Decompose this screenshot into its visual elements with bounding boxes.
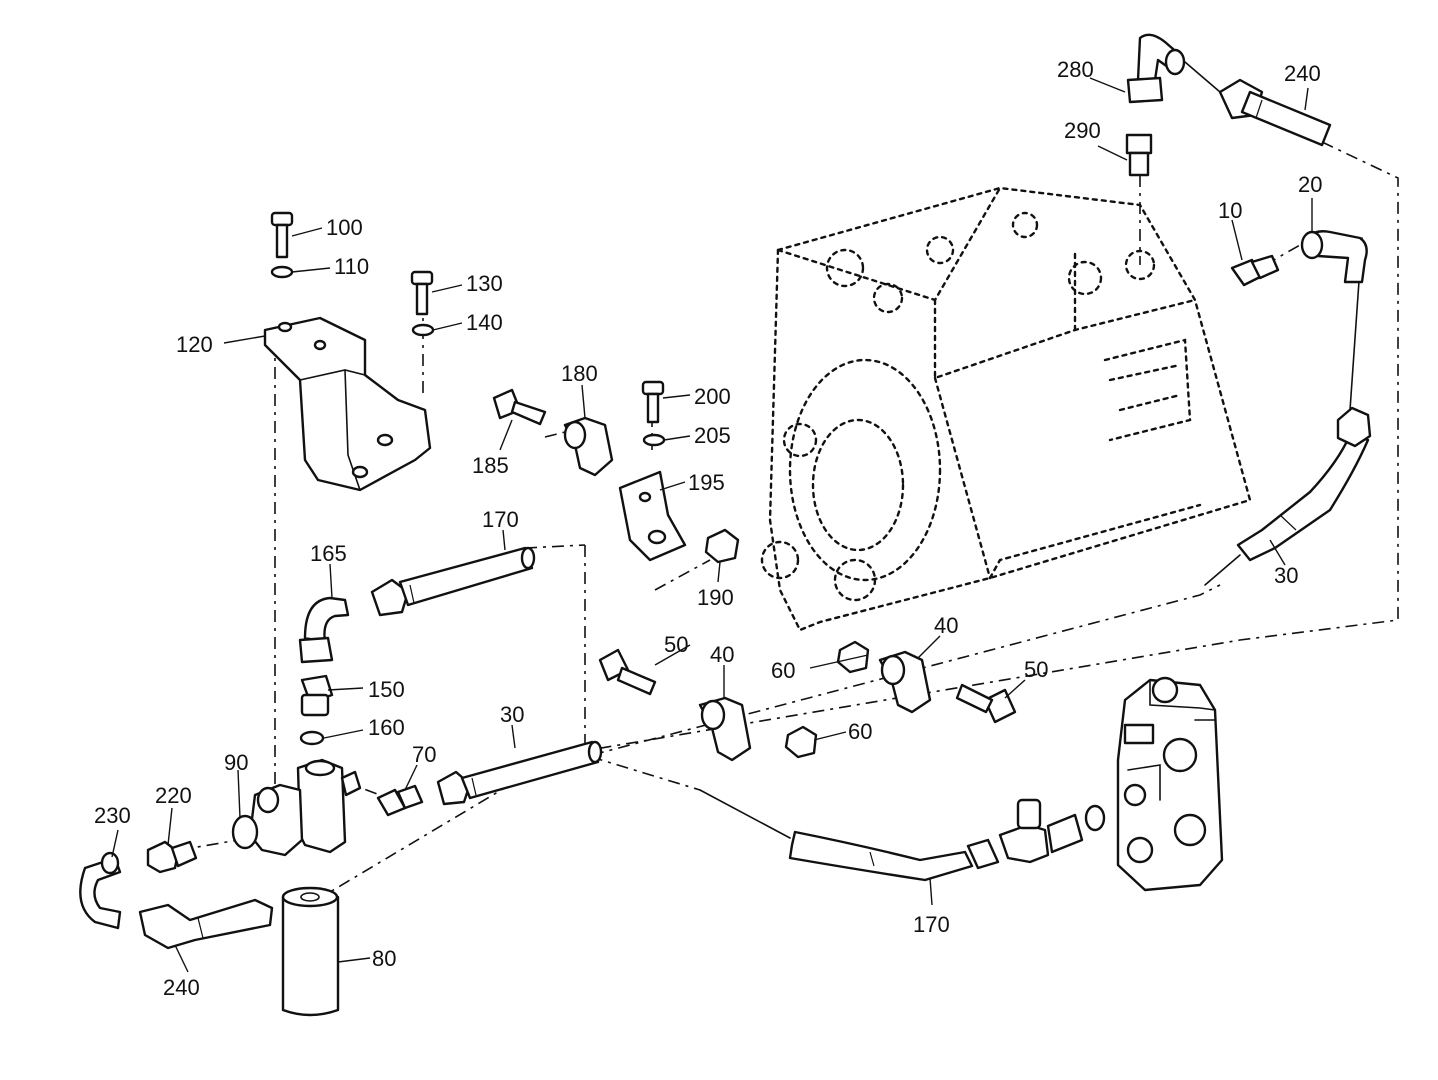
- label-180: 180: [561, 361, 598, 386]
- elbow-280: [1126, 33, 1186, 104]
- label-50-right: 50: [1024, 657, 1048, 682]
- bolt-185: [492, 388, 547, 426]
- label-20: 20: [1298, 172, 1322, 197]
- label-70: 70: [412, 742, 436, 767]
- fitting-70: [376, 784, 424, 817]
- elbow-20: [1300, 230, 1368, 284]
- label-290: 290: [1064, 118, 1101, 143]
- label-40-right: 40: [934, 613, 958, 638]
- bolt-50-left: [598, 648, 657, 696]
- hose-30-upper: [1204, 237, 1372, 586]
- label-240-upper: 240: [1284, 61, 1321, 86]
- washer-140: [411, 323, 435, 337]
- bolt-50-right: [955, 683, 1017, 724]
- label-40-left: 40: [710, 642, 734, 667]
- elbow-165: [298, 596, 350, 664]
- bracket-120: [263, 316, 432, 492]
- control-valve-block: [1116, 676, 1224, 892]
- label-120: 120: [176, 332, 213, 357]
- label-185: 185: [472, 453, 509, 478]
- bolt-200: [641, 380, 665, 424]
- hose-240-lower: [138, 898, 274, 950]
- filter-cartridge-80: [281, 886, 340, 1017]
- tee-fitting: [998, 798, 1106, 864]
- nipple-290: [1125, 133, 1153, 177]
- label-10: 10: [1218, 198, 1242, 223]
- label-200: 200: [694, 384, 731, 409]
- label-60-lower: 60: [848, 719, 872, 744]
- clamp-40-left: [698, 696, 752, 762]
- fitting-220: [146, 840, 198, 874]
- label-160: 160: [368, 715, 405, 740]
- label-165: 165: [310, 541, 347, 566]
- clamp-40-right: [878, 650, 932, 714]
- adapter-150: [300, 674, 334, 717]
- label-280: 280: [1057, 57, 1094, 82]
- label-110: 110: [334, 254, 369, 279]
- filter-head-90: [231, 758, 362, 857]
- nut-60-upper: [836, 640, 870, 674]
- elbow-230: [79, 851, 122, 930]
- label-50-left: 50: [664, 632, 688, 657]
- bolt-100: [270, 211, 294, 259]
- label-90: 90: [224, 750, 248, 775]
- label-100: 100: [326, 215, 363, 240]
- label-220: 220: [155, 783, 192, 808]
- part-labels: 10 20 30 30 40 40 50 50 60 60 70 80 90 1…: [94, 57, 1322, 1000]
- label-230: 230: [94, 803, 131, 828]
- transmission-housing: [760, 186, 1252, 632]
- washer-110: [270, 265, 294, 279]
- bracket-195: [618, 470, 687, 562]
- o-ring-160: [299, 730, 325, 746]
- label-150: 150: [368, 677, 405, 702]
- label-170-lower: 170: [913, 912, 950, 937]
- label-30-right: 30: [1274, 563, 1298, 588]
- washer-205: [642, 433, 666, 447]
- label-60-upper: 60: [771, 658, 795, 683]
- label-195: 195: [688, 470, 725, 495]
- hose-30-lower: [436, 740, 603, 806]
- hose-170-upper: [370, 546, 536, 617]
- bolt-130: [410, 270, 434, 316]
- nut-60-lower: [784, 725, 818, 759]
- label-205: 205: [694, 423, 731, 448]
- nipple-10: [1230, 254, 1280, 287]
- hose-170-lower: [699, 789, 1000, 882]
- nut-190: [704, 528, 740, 564]
- label-240-lower: 240: [163, 975, 200, 1000]
- label-140: 140: [466, 310, 503, 335]
- label-190: 190: [697, 585, 734, 610]
- label-130: 130: [466, 271, 503, 296]
- label-170-upper: 170: [482, 507, 519, 532]
- hose-240-top: [1184, 61, 1332, 147]
- leader-lines: [111, 77, 1313, 973]
- label-30-left: 30: [500, 702, 524, 727]
- clamp-180: [563, 416, 614, 477]
- label-80: 80: [372, 946, 396, 971]
